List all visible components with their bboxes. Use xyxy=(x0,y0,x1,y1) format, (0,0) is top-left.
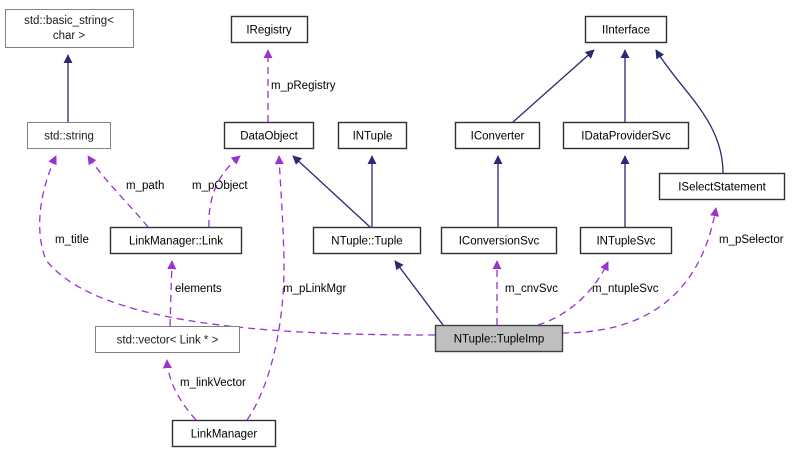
node-basic_string[interactable]: std::basic_string< char > xyxy=(5,9,134,48)
edge-label-m_pSelector: m_pSelector xyxy=(719,234,784,246)
nodes: std::basic_string< char > IRegistry IInt… xyxy=(5,9,786,448)
node-linkmanager[interactable]: LinkManager xyxy=(171,419,277,448)
usage-edges xyxy=(39,49,720,421)
node-iregistry-label: IRegistry xyxy=(246,25,292,37)
edge-ntuple_tuple-to-dataobject xyxy=(292,155,371,228)
node-linkmanager_link-label: LinkManager::Link xyxy=(129,236,223,248)
edge-iselectstatement-to-iinterface xyxy=(655,49,724,174)
node-basic_string-label-line1: std::basic_string< xyxy=(24,15,114,27)
node-iconversionsvc[interactable]: IConversionSvc xyxy=(440,226,558,255)
edge-label-m_pObject: m_pObject xyxy=(192,180,248,192)
node-iconversionsvc-label: IConversionSvc xyxy=(459,236,540,248)
node-vector_link[interactable]: std::vector< Link * > xyxy=(95,326,240,353)
edge-label-m_title: m_title xyxy=(55,234,89,246)
edge-ntuple_tupleimp-to-iselectstatement xyxy=(561,207,720,334)
node-idataprovidersvc-label: IDataProviderSvc xyxy=(581,131,671,143)
edge-linkmanager_link-to-std_string xyxy=(87,155,149,228)
edge-label-m_path: m_path xyxy=(126,180,164,192)
edge-labels: m_pRegistry m_path m_pObject m_title ele… xyxy=(55,80,784,389)
node-ntuple_tupleimp[interactable]: NTuple::TupleImp xyxy=(434,324,564,353)
node-dataobject[interactable]: DataObject xyxy=(223,121,315,150)
edge-ntuple_tupleimp-to-ntuple_tuple xyxy=(394,260,444,326)
node-linkmanager_link[interactable]: LinkManager::Link xyxy=(109,226,243,255)
node-intuple[interactable]: INTuple xyxy=(337,121,408,150)
node-ntuple_tuple-label: NTuple::Tuple xyxy=(331,236,402,248)
node-idataprovidersvc[interactable]: IDataProviderSvc xyxy=(562,121,690,150)
node-std_string-label: std::string xyxy=(44,131,94,143)
edge-label-m_ntupleSvc: m_ntupleSvc xyxy=(592,283,659,295)
edge-linkmanager_link-to-dataobject xyxy=(208,155,241,228)
node-intuplesvc-label: INTupleSvc xyxy=(596,236,655,248)
node-vector_link-label: std::vector< Link * > xyxy=(117,335,219,347)
edge-label-m_pRegistry: m_pRegistry xyxy=(271,80,336,92)
node-basic_string-label-line2: char > xyxy=(53,30,86,42)
edge-iconverter-to-iinterface xyxy=(512,49,595,123)
node-linkmanager-label: LinkManager xyxy=(191,429,258,441)
node-iinterface[interactable]: IInterface xyxy=(584,15,668,44)
edge-label-m_pLinkMgr: m_pLinkMgr xyxy=(283,283,346,295)
node-iselectstatement[interactable]: ISelectStatement xyxy=(658,172,786,201)
edge-label-elements: elements xyxy=(175,283,222,295)
node-dataobject-label: DataObject xyxy=(240,131,298,143)
edge-linkmanager-to-dataobject xyxy=(246,155,285,421)
edge-label-m_linkVector: m_linkVector xyxy=(180,377,246,389)
node-intuplesvc[interactable]: INTupleSvc xyxy=(579,226,673,255)
edge-linkmanager-to-vector_link xyxy=(162,359,197,421)
edge-vector_link-to-linkmanager_link xyxy=(167,260,177,327)
inheritance-edges xyxy=(63,49,724,326)
node-std_string[interactable]: std::string xyxy=(27,122,111,149)
node-iinterface-label: IInterface xyxy=(602,25,650,37)
node-iselectstatement-label: ISelectStatement xyxy=(678,182,766,194)
node-intuple-label: INTuple xyxy=(353,131,393,143)
node-ntuple_tuple[interactable]: NTuple::Tuple xyxy=(312,226,422,255)
node-ntuple_tupleimp-label: NTuple::TupleImp xyxy=(454,334,545,346)
edge-ntuple_tupleimp-to-intuplesvc xyxy=(537,261,609,326)
node-iconverter[interactable]: IConverter xyxy=(454,121,541,150)
edge-ntuple_tupleimp-to-std_string xyxy=(39,155,436,336)
edge-label-m_cnvSvc: m_cnvSvc xyxy=(505,283,558,295)
node-iregistry[interactable]: IRegistry xyxy=(230,15,309,44)
node-iconverter-label: IConverter xyxy=(471,131,525,143)
